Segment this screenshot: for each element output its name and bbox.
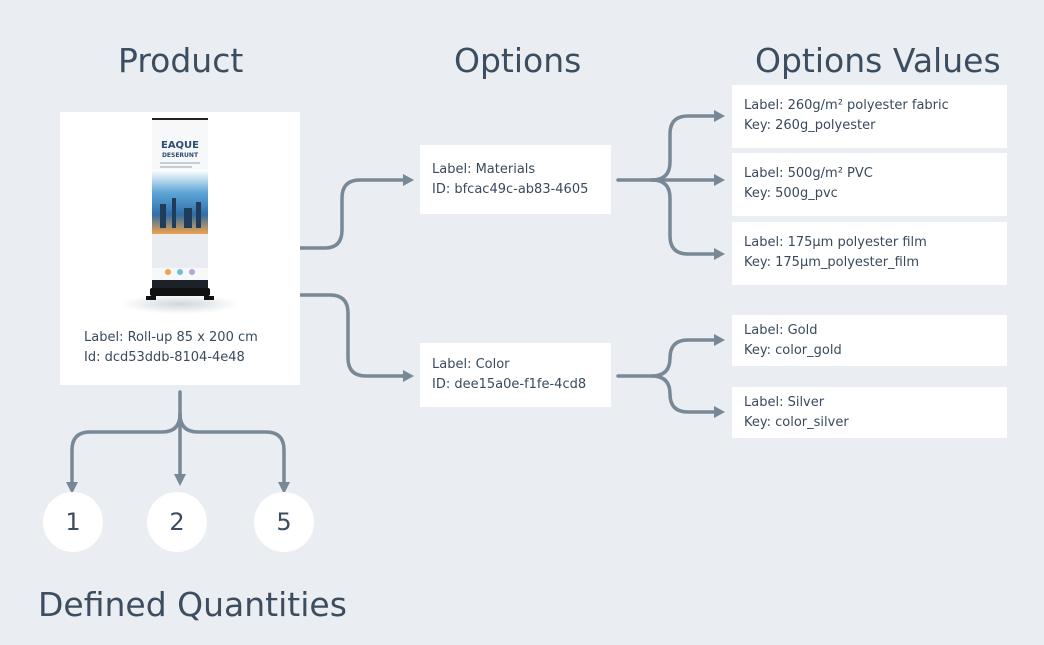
- option-label: Label: Color: [432, 357, 510, 372]
- option-value-label: Label: 260g/m² polyester fabric: [744, 98, 949, 113]
- arrowhead: [403, 370, 414, 382]
- option-value-label: Label: Gold: [744, 323, 818, 338]
- quantity-circle-5[interactable]: 5: [254, 492, 314, 552]
- option-value-card-260g-polyester[interactable]: Label: 260g/m² polyester fabric Key: 260…: [732, 85, 1007, 148]
- option-value-key: Key: 260g_polyester: [744, 118, 876, 133]
- option-value-card-500g-pvc[interactable]: Label: 500g/m² PVC Key: 500g_pvc: [732, 153, 1007, 216]
- arrow-product-to-materials: [298, 178, 406, 250]
- option-value-card-gold[interactable]: Label: Gold Key: color_gold: [732, 315, 1007, 366]
- rollup-banner-image: EAQUE DESERUNT: [120, 118, 240, 314]
- option-value-label: Label: Silver: [744, 395, 825, 410]
- option-value-key: Key: color_silver: [744, 415, 849, 430]
- option-value-card-silver[interactable]: Label: Silver Key: color_silver: [732, 387, 1007, 438]
- option-value-card-175um-polyester-film[interactable]: Label: 175µm polyester film Key: 175µm_p…: [732, 222, 1007, 285]
- option-value-key: Key: 500g_pvc: [744, 186, 838, 201]
- option-value-key: Key: 175µm_polyester_film: [744, 255, 920, 270]
- banner-brand-line1: EAQUE: [161, 140, 199, 151]
- option-card-color[interactable]: Label: Color ID: dee15a0e-f1fe-4cd8: [420, 343, 611, 407]
- arrow-color-to-values: [616, 338, 716, 378]
- product-card[interactable]: EAQUE DESERUNT Label: Roll-up 85 x 200 c…: [60, 112, 300, 385]
- quantity-circle-1[interactable]: 1: [43, 492, 103, 552]
- arrowhead: [714, 110, 725, 122]
- option-value-label: Label: 175µm polyester film: [744, 235, 927, 250]
- arrowhead: [714, 174, 725, 186]
- arrowhead: [714, 334, 725, 346]
- product-label: Label: Roll-up 85 x 200 cm: [84, 330, 258, 345]
- arrowhead: [714, 406, 725, 418]
- heading-product: Product: [118, 41, 244, 80]
- option-card-materials[interactable]: Label: Materials ID: bfcac49c-ab83-4605: [420, 145, 611, 214]
- banner-brand-line2: DESERUNT: [162, 152, 199, 159]
- arrowhead: [714, 248, 725, 260]
- arrowhead: [403, 174, 414, 186]
- option-value-key: Key: color_gold: [744, 343, 842, 358]
- heading-defined-quantities: Defined Quantities: [38, 585, 347, 624]
- arrowhead: [66, 482, 78, 494]
- arrow-product-to-color: [298, 293, 406, 378]
- option-value-label: Label: 500g/m² PVC: [744, 166, 873, 181]
- product-id: Id: dcd53ddb-8104-4e48: [84, 350, 245, 365]
- arrowhead: [278, 482, 290, 494]
- option-id: ID: bfcac49c-ab83-4605: [432, 182, 589, 197]
- heading-option-values: Options Values: [755, 41, 1001, 80]
- heading-options: Options: [454, 41, 582, 80]
- arrowhead: [174, 474, 186, 486]
- quantity-circle-2[interactable]: 2: [147, 492, 207, 552]
- option-id: ID: dee15a0e-f1fe-4cd8: [432, 377, 587, 392]
- option-label: Label: Materials: [432, 162, 536, 177]
